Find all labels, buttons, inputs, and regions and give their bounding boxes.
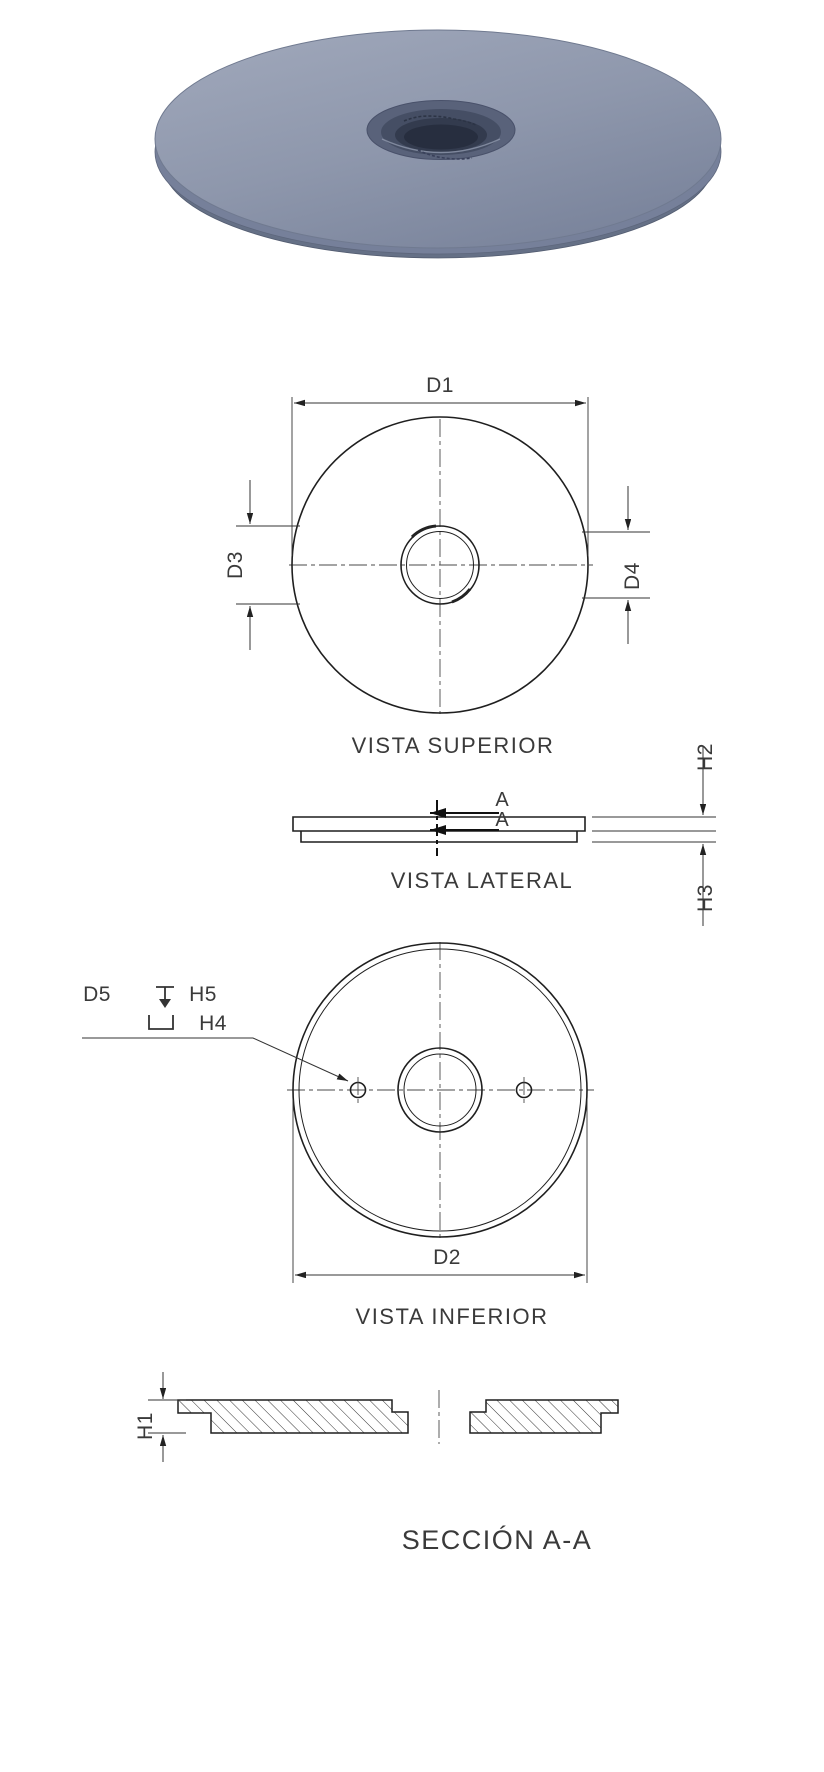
section-arrow-top: A: [430, 789, 509, 818]
isometric-render: [154, 29, 722, 259]
view-inferior: D5 H5 H4 D2 VISTA INFERIOR: [82, 942, 594, 1329]
view-section-label: SECCIÓN A-A: [402, 1524, 593, 1555]
center-hole-inner: [406, 531, 474, 599]
step-circle: [298, 948, 582, 1232]
outer-circle: [292, 942, 588, 1238]
center-hole-inner: [403, 1053, 477, 1127]
section-right-half: [469, 1399, 619, 1434]
center-hole-outer: [397, 1047, 483, 1133]
center-hole-outer: [400, 525, 480, 605]
depth-symbol-icon: [156, 986, 174, 1008]
dimension-d3: D3: [224, 480, 300, 650]
engraving-marks: [451, 588, 472, 604]
callout-d5-label: D5: [83, 983, 111, 1006]
engraving-marks: [417, 149, 473, 160]
dimension-d4: D4: [582, 486, 650, 644]
dimension-h1: H1: [134, 1372, 186, 1462]
view-superior: D1 D3 D4 VISTA SUPERIOR: [224, 374, 650, 758]
side-profile-bottom-plate: [300, 831, 578, 843]
dim-d1-label: D1: [426, 374, 454, 397]
view-inferior-label: VISTA INFERIOR: [356, 1304, 549, 1329]
dim-d3-label: D3: [224, 551, 247, 579]
callout-h4-label: H4: [199, 1012, 227, 1035]
dimension-h3: H3: [592, 841, 717, 926]
view-superior-label: VISTA SUPERIOR: [352, 733, 555, 758]
dim-d4-label: D4: [621, 562, 644, 590]
dim-h1-label: H1: [134, 1412, 157, 1440]
view-lateral: A A H2 H3 VISTA LATERAL: [292, 743, 717, 926]
dimension-d2: D2: [292, 1100, 588, 1283]
section-arrow-bottom: A: [430, 809, 509, 835]
engraving-marks: [410, 524, 437, 539]
callout-leader: [82, 1037, 349, 1082]
counterbore-symbol-icon: [148, 1015, 174, 1030]
dimension-h2: H2: [592, 743, 717, 832]
dim-h2-label: H2: [694, 743, 717, 771]
render-hole-highlight: [381, 138, 501, 154]
engraving-marks: [403, 115, 477, 126]
view-lateral-label: VISTA LATERAL: [391, 868, 574, 893]
render-hole-deep: [404, 124, 478, 150]
side-profile-top-plate: [292, 816, 586, 832]
dim-h3-label: H3: [694, 884, 717, 912]
view-section: H1 SECCIÓN A-A: [134, 1372, 619, 1555]
section-mark-a-top: A: [495, 789, 509, 811]
dim-d2-label: D2: [433, 1246, 461, 1269]
outer-circle: [291, 416, 589, 714]
callout-h5-label: H5: [189, 983, 217, 1006]
dimension-d1: D1: [291, 374, 589, 556]
section-mark-a-bottom: A: [495, 809, 509, 831]
hole-callout: D5 H5 H4: [82, 983, 349, 1082]
section-left-half: [177, 1399, 409, 1434]
